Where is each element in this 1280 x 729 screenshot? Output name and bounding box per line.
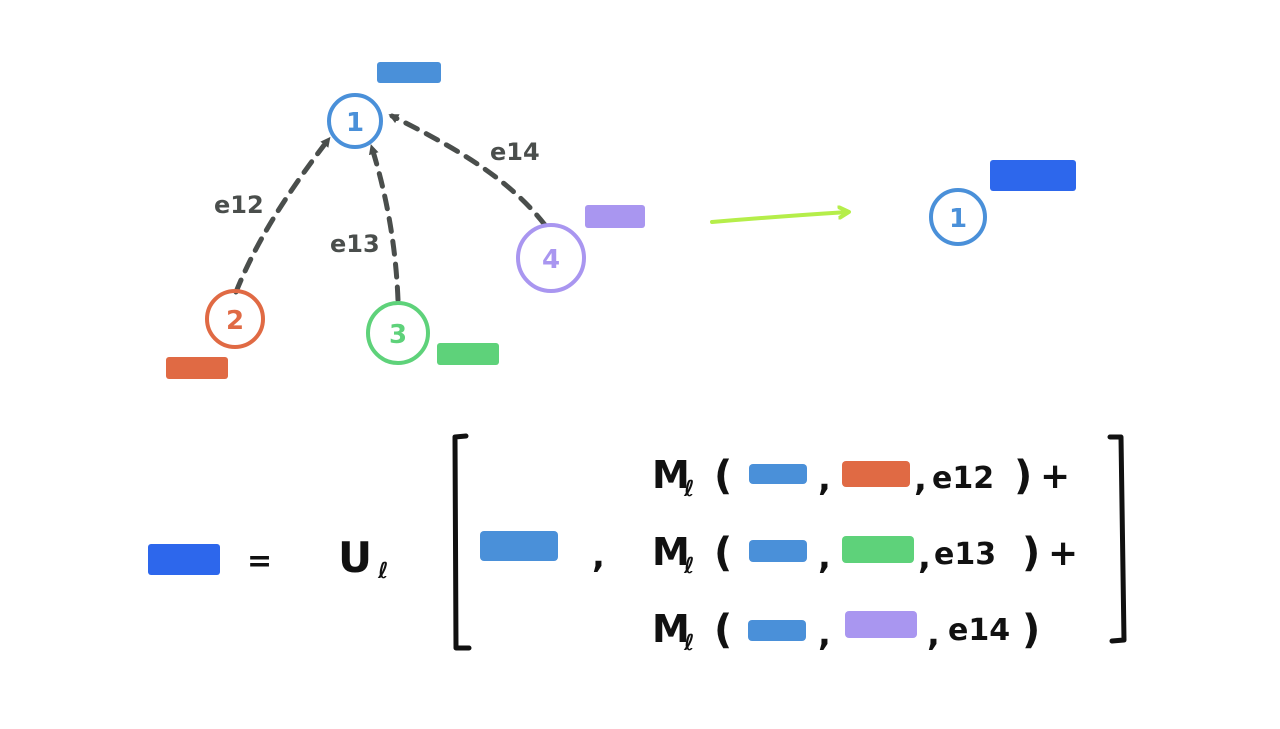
term-comma: , bbox=[927, 614, 940, 654]
right-bracket bbox=[1107, 434, 1127, 644]
self-feature bbox=[480, 531, 558, 561]
result-node: 1 bbox=[929, 160, 1076, 246]
node-1-feature bbox=[377, 62, 441, 83]
term-source-feature-node-4 bbox=[845, 611, 917, 638]
node-1: 1 bbox=[327, 62, 441, 149]
argument-comma: , bbox=[592, 536, 605, 576]
message-function-subscript: ℓ bbox=[683, 477, 694, 502]
edge-label-e12: e12 bbox=[214, 191, 264, 219]
term-source-feature-node-2 bbox=[842, 461, 910, 487]
term-target-feature bbox=[749, 540, 807, 562]
update-function-subscript: ℓ bbox=[377, 559, 388, 584]
graph: e12 e13 e14 1 2 3 4 bbox=[166, 62, 645, 379]
open-paren: ( bbox=[714, 453, 732, 499]
message-function-subscript: ℓ bbox=[683, 554, 694, 579]
node-3: 3 bbox=[366, 301, 499, 365]
node-3-label: 3 bbox=[389, 320, 407, 350]
close-paren: ) bbox=[1014, 453, 1032, 499]
term-comma: , bbox=[818, 537, 831, 577]
node-2-feature bbox=[166, 357, 228, 379]
message-term-e14: M ℓ ( , , e14 ) bbox=[652, 607, 1040, 656]
plus-sign: + bbox=[1048, 533, 1078, 574]
open-paren: ( bbox=[714, 530, 732, 576]
message-term-e12: M ℓ ( , , e12 ) + bbox=[652, 453, 1070, 502]
term-comma: , bbox=[918, 537, 931, 577]
term-comma: , bbox=[818, 614, 831, 654]
message-function-subscript: ℓ bbox=[683, 631, 694, 656]
left-bracket bbox=[452, 433, 472, 651]
node-4: 4 bbox=[516, 205, 645, 293]
equals-sign: = bbox=[247, 544, 272, 579]
message-function-name: M bbox=[652, 607, 690, 651]
result-node-label: 1 bbox=[949, 204, 967, 234]
edge-e14 bbox=[388, 113, 548, 228]
edge-label-e14: e14 bbox=[490, 138, 540, 166]
close-paren: ) bbox=[1022, 530, 1040, 576]
transform-arrow bbox=[710, 212, 848, 224]
close-paren: ) bbox=[1022, 607, 1040, 653]
node-4-label: 4 bbox=[542, 245, 560, 275]
node-2: 2 bbox=[166, 289, 265, 379]
node-2-label: 2 bbox=[226, 306, 244, 336]
term-comma: , bbox=[914, 459, 927, 499]
open-paren: ( bbox=[714, 607, 732, 653]
update-function-name: U bbox=[338, 533, 372, 582]
term-edge-label: e13 bbox=[934, 537, 996, 572]
node-4-feature bbox=[585, 205, 645, 228]
message-function-name: M bbox=[652, 530, 690, 574]
edge-e12 bbox=[233, 136, 331, 295]
term-target-feature bbox=[749, 464, 807, 484]
lhs-updated-feature bbox=[148, 544, 220, 575]
term-edge-label: e12 bbox=[932, 461, 994, 496]
edge-label-e13: e13 bbox=[330, 230, 380, 258]
term-target-feature bbox=[748, 620, 806, 641]
message-term-e13: M ℓ ( , , e13 ) + bbox=[652, 530, 1078, 579]
term-edge-label: e14 bbox=[948, 613, 1010, 648]
plus-sign: + bbox=[1040, 456, 1070, 497]
result-node-feature bbox=[990, 160, 1076, 191]
term-source-feature-node-3 bbox=[842, 536, 914, 563]
message-function-name: M bbox=[652, 453, 690, 497]
update-equation: = U ℓ , M ℓ ( , , e12 ) + M ℓ ( , bbox=[148, 433, 1127, 656]
term-comma: , bbox=[818, 459, 831, 499]
edge-e13 bbox=[368, 144, 401, 303]
node-3-feature bbox=[437, 343, 499, 365]
node-1-label: 1 bbox=[346, 108, 364, 138]
